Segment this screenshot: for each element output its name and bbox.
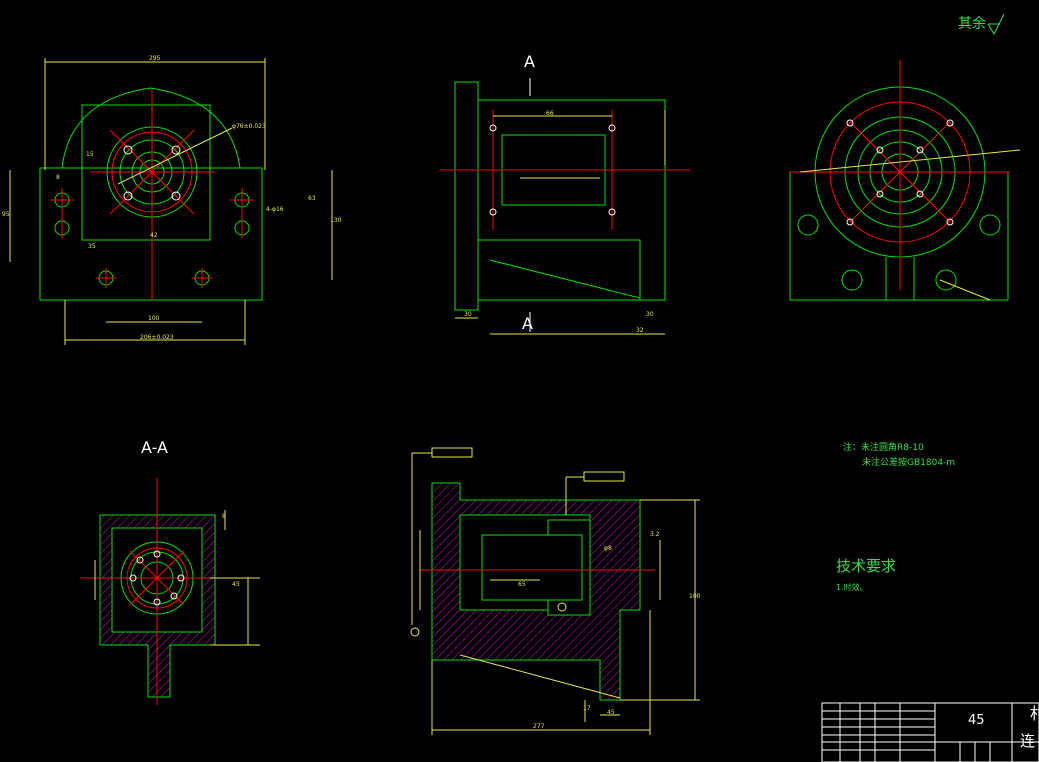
surface-finish-label: 其余	[958, 16, 986, 32]
surface-finish-symbol	[987, 13, 1005, 36]
dim-label: 8	[56, 174, 60, 181]
section-mark-top: A	[524, 52, 535, 71]
title-block-material: 45	[968, 713, 985, 728]
front-view	[9, 58, 333, 345]
dim-label: 100	[148, 315, 160, 322]
section-bottom	[410, 447, 700, 735]
dim-label: 32	[636, 327, 644, 334]
dim-label: 277	[533, 723, 545, 730]
dim-label: 63	[308, 195, 316, 202]
dim-label: 65	[518, 581, 526, 588]
tech-requirements-title: 技术要求	[836, 557, 897, 575]
dim-label: 30	[646, 311, 654, 318]
side-view	[440, 78, 690, 335]
dim-label: 130	[330, 217, 342, 224]
dim-label: 17	[583, 705, 591, 712]
dim-label: 295	[149, 55, 161, 62]
top-right-view	[789, 60, 1021, 301]
dim-label: 3.2	[650, 531, 660, 538]
dim-label: φ76±0.023	[232, 123, 266, 130]
section-a-a	[80, 478, 260, 705]
dim-label: 95	[2, 211, 10, 218]
dim-label: 42	[150, 232, 158, 239]
dim-label: 100	[689, 593, 701, 600]
section-aa-title: A-A	[141, 438, 168, 457]
dim-label: 4-φ16	[266, 206, 284, 213]
dim-label: 35	[88, 243, 96, 250]
note-line-1: 注：未注圆角R8-10	[843, 443, 924, 453]
dim-label: 66	[546, 110, 554, 117]
dim-label: 15	[86, 151, 94, 158]
dim-label: φ8	[604, 545, 612, 552]
dim-label: 45	[232, 581, 240, 588]
title-block	[821, 702, 1039, 762]
dim-label: 45	[607, 709, 615, 716]
note-line-2: 未注公差按GB1804-m	[862, 458, 956, 468]
dim-label: 30	[464, 311, 472, 318]
title-block-name: 村	[1030, 704, 1039, 723]
section-mark-bottom: A	[522, 314, 533, 333]
title-block-name-2: 连	[1020, 732, 1036, 750]
tech-requirements-item: 1.时效。	[836, 583, 868, 592]
dim-label: 206±0.023	[140, 334, 174, 341]
dim-label: 8	[222, 513, 226, 520]
